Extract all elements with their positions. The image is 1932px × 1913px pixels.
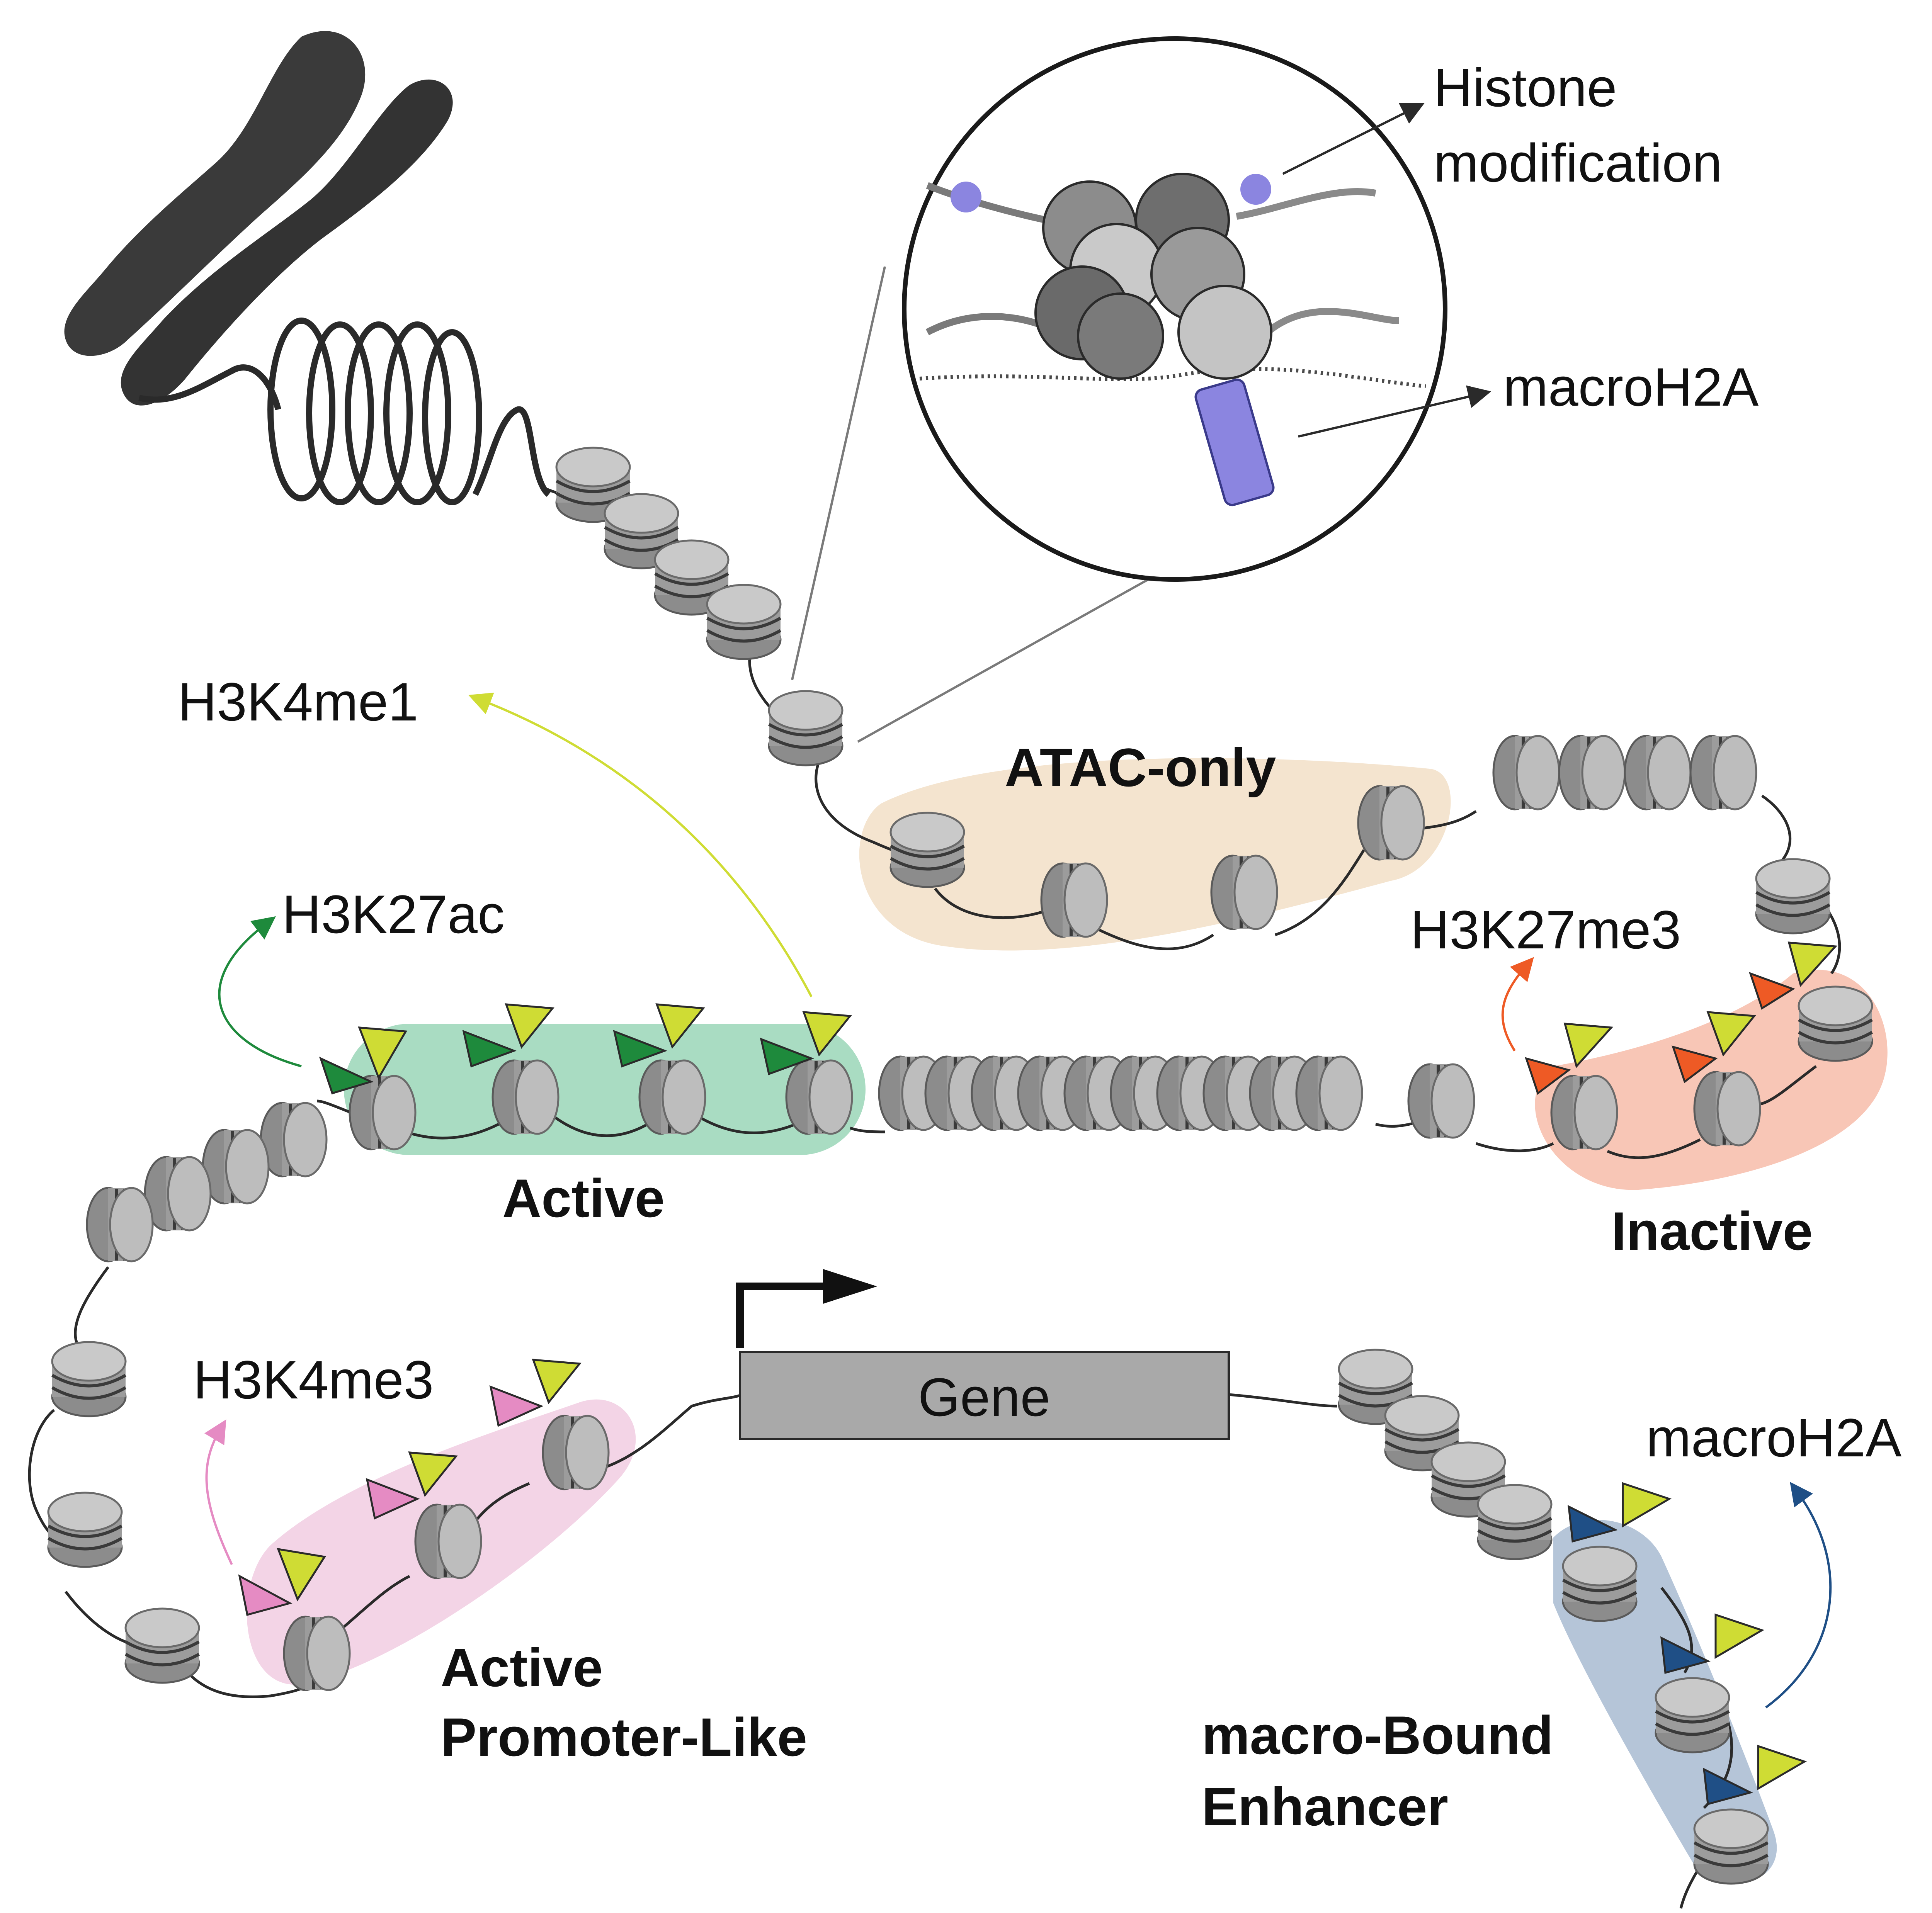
macro-bound-enhancer-label: macro-Bound Enhancer <box>1202 1705 1568 1837</box>
macroH2A-protein-icon <box>1194 378 1275 506</box>
histone-mark-dot-icon <box>1240 174 1271 205</box>
active-label: Active <box>502 1168 665 1228</box>
histone-flags <box>238 941 1838 1806</box>
H3K27ac-label: H3K27ac <box>282 884 505 945</box>
dna-linker <box>28 485 1841 1909</box>
gene-box <box>736 1269 1230 1440</box>
histone-mark-dot-icon <box>951 182 981 212</box>
transcription-start-arrow-icon <box>736 1283 831 1348</box>
gene-label: Gene <box>918 1367 1050 1427</box>
chromatin-coil-icon <box>138 318 551 505</box>
atac-only-label: ATAC-only <box>1005 737 1276 798</box>
macroH2A-mark-label: macroH2A <box>1646 1407 1902 1468</box>
inactive-label: Inactive <box>1611 1201 1813 1261</box>
atac-only-region <box>859 758 1451 951</box>
active-promoter-like-label: Active Promoter-Like <box>440 1637 807 1767</box>
nucleosome-inset <box>902 36 1447 582</box>
histone-modification-label: Histone modification <box>1434 57 1722 193</box>
chromosome-icon <box>64 31 453 406</box>
H3K27me3-label: H3K27me3 <box>1410 899 1681 960</box>
macroH2A-inset-label: macroH2A <box>1503 357 1759 417</box>
mark-arrows <box>204 692 1832 1709</box>
H3K4me3-label: H3K4me3 <box>193 1349 434 1410</box>
inset-pointers <box>1282 103 1492 438</box>
H3K4me1-label: H3K4me1 <box>178 671 418 732</box>
